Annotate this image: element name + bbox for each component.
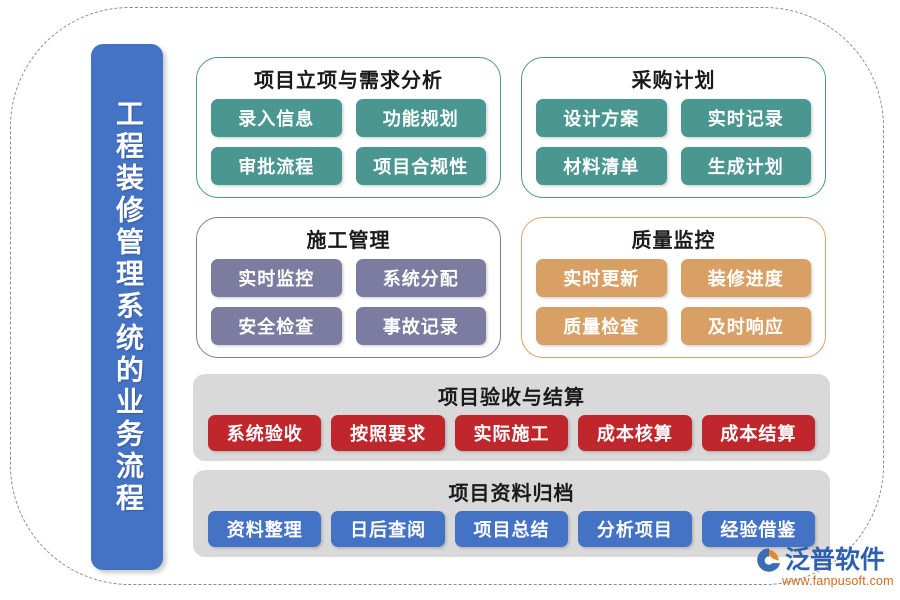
panel-initiation-chips: 录入信息 功能规划 审批流程 项目合规性 <box>197 93 500 197</box>
chip-quality-3[interactable]: 质量检查 <box>536 307 667 345</box>
vertical-title-text: 工程装修管理系统的业务流程 <box>112 99 143 515</box>
panel-quality-title: 质量监控 <box>631 230 716 252</box>
strip-acceptance-chips: 系统验收 按照要求 实际施工 成本核算 成本结算 <box>193 410 830 461</box>
chip-quality-2[interactable]: 装修进度 <box>680 259 811 297</box>
panel-construction-chips: 实时监控 系统分配 安全检查 事故记录 <box>197 253 500 357</box>
panel-quality-chips: 实时更新 装修进度 质量检查 及时响应 <box>522 253 825 357</box>
panel-purchase-title: 采购计划 <box>631 70 716 92</box>
panel-initiation-title: 项目立项与需求分析 <box>254 70 443 92</box>
strip-archive-chips: 资料整理 日后查阅 项目总结 分析项目 经验借鉴 <box>193 506 830 557</box>
chip-purchase-3[interactable]: 材料清单 <box>536 147 667 185</box>
chip-initiation-2[interactable]: 功能规划 <box>355 99 486 137</box>
chip-archive-3[interactable]: 项目总结 <box>454 511 569 547</box>
chip-purchase-1[interactable]: 设计方案 <box>536 99 667 137</box>
panel-initiation[interactable]: 项目立项与需求分析 录入信息 功能规划 审批流程 项目合规性 <box>196 57 501 198</box>
chip-construction-1[interactable]: 实时监控 <box>211 259 342 297</box>
chip-archive-5[interactable]: 经验借鉴 <box>701 511 816 547</box>
brand-logo-url: www.fanpusoft.com <box>782 574 894 588</box>
chip-quality-4[interactable]: 及时响应 <box>680 307 811 345</box>
chip-construction-4[interactable]: 事故记录 <box>355 307 486 345</box>
panel-purchase[interactable]: 采购计划 设计方案 实时记录 材料清单 生成计划 <box>521 57 826 198</box>
brand-logo-name: 泛普软件 <box>785 546 886 574</box>
chip-acceptance-4[interactable]: 成本核算 <box>578 415 692 451</box>
brand-logo: 泛普软件 www.fanpusoft.com <box>756 547 896 595</box>
chip-purchase-2[interactable]: 实时记录 <box>680 99 811 137</box>
chip-initiation-1[interactable]: 录入信息 <box>211 99 342 137</box>
strip-archive[interactable]: 项目资料归档 资料整理 日后查阅 项目总结 分析项目 经验借鉴 <box>193 470 830 557</box>
chip-construction-2[interactable]: 系统分配 <box>355 259 486 297</box>
panel-construction[interactable]: 施工管理 实时监控 系统分配 安全检查 事故记录 <box>196 217 501 358</box>
fanpu-swoosh-icon <box>757 548 781 572</box>
chip-archive-1[interactable]: 资料整理 <box>208 511 322 547</box>
panel-quality[interactable]: 质量监控 实时更新 装修进度 质量检查 及时响应 <box>521 217 826 358</box>
chip-initiation-4[interactable]: 项目合规性 <box>355 147 486 185</box>
chip-acceptance-5[interactable]: 成本结算 <box>701 415 816 451</box>
strip-acceptance-title: 项目验收与结算 <box>438 387 585 409</box>
chip-archive-2[interactable]: 日后查阅 <box>331 511 445 547</box>
vertical-title-bar: 工程装修管理系统的业务流程 <box>91 44 163 570</box>
chip-acceptance-1[interactable]: 系统验收 <box>208 415 322 451</box>
strip-acceptance[interactable]: 项目验收与结算 系统验收 按照要求 实际施工 成本核算 成本结算 <box>193 374 830 461</box>
chip-initiation-3[interactable]: 审批流程 <box>211 147 342 185</box>
strip-archive-title: 项目资料归档 <box>448 483 575 505</box>
chip-archive-4[interactable]: 分析项目 <box>578 511 692 547</box>
chip-construction-3[interactable]: 安全检查 <box>211 307 342 345</box>
chip-acceptance-3[interactable]: 实际施工 <box>454 415 569 451</box>
chip-quality-1[interactable]: 实时更新 <box>536 259 667 297</box>
panel-construction-title: 施工管理 <box>306 230 391 252</box>
panel-purchase-chips: 设计方案 实时记录 材料清单 生成计划 <box>522 93 825 197</box>
brand-logo-row: 泛普软件 <box>756 547 885 573</box>
chip-purchase-4[interactable]: 生成计划 <box>680 147 811 185</box>
chip-acceptance-2[interactable]: 按照要求 <box>331 415 445 451</box>
